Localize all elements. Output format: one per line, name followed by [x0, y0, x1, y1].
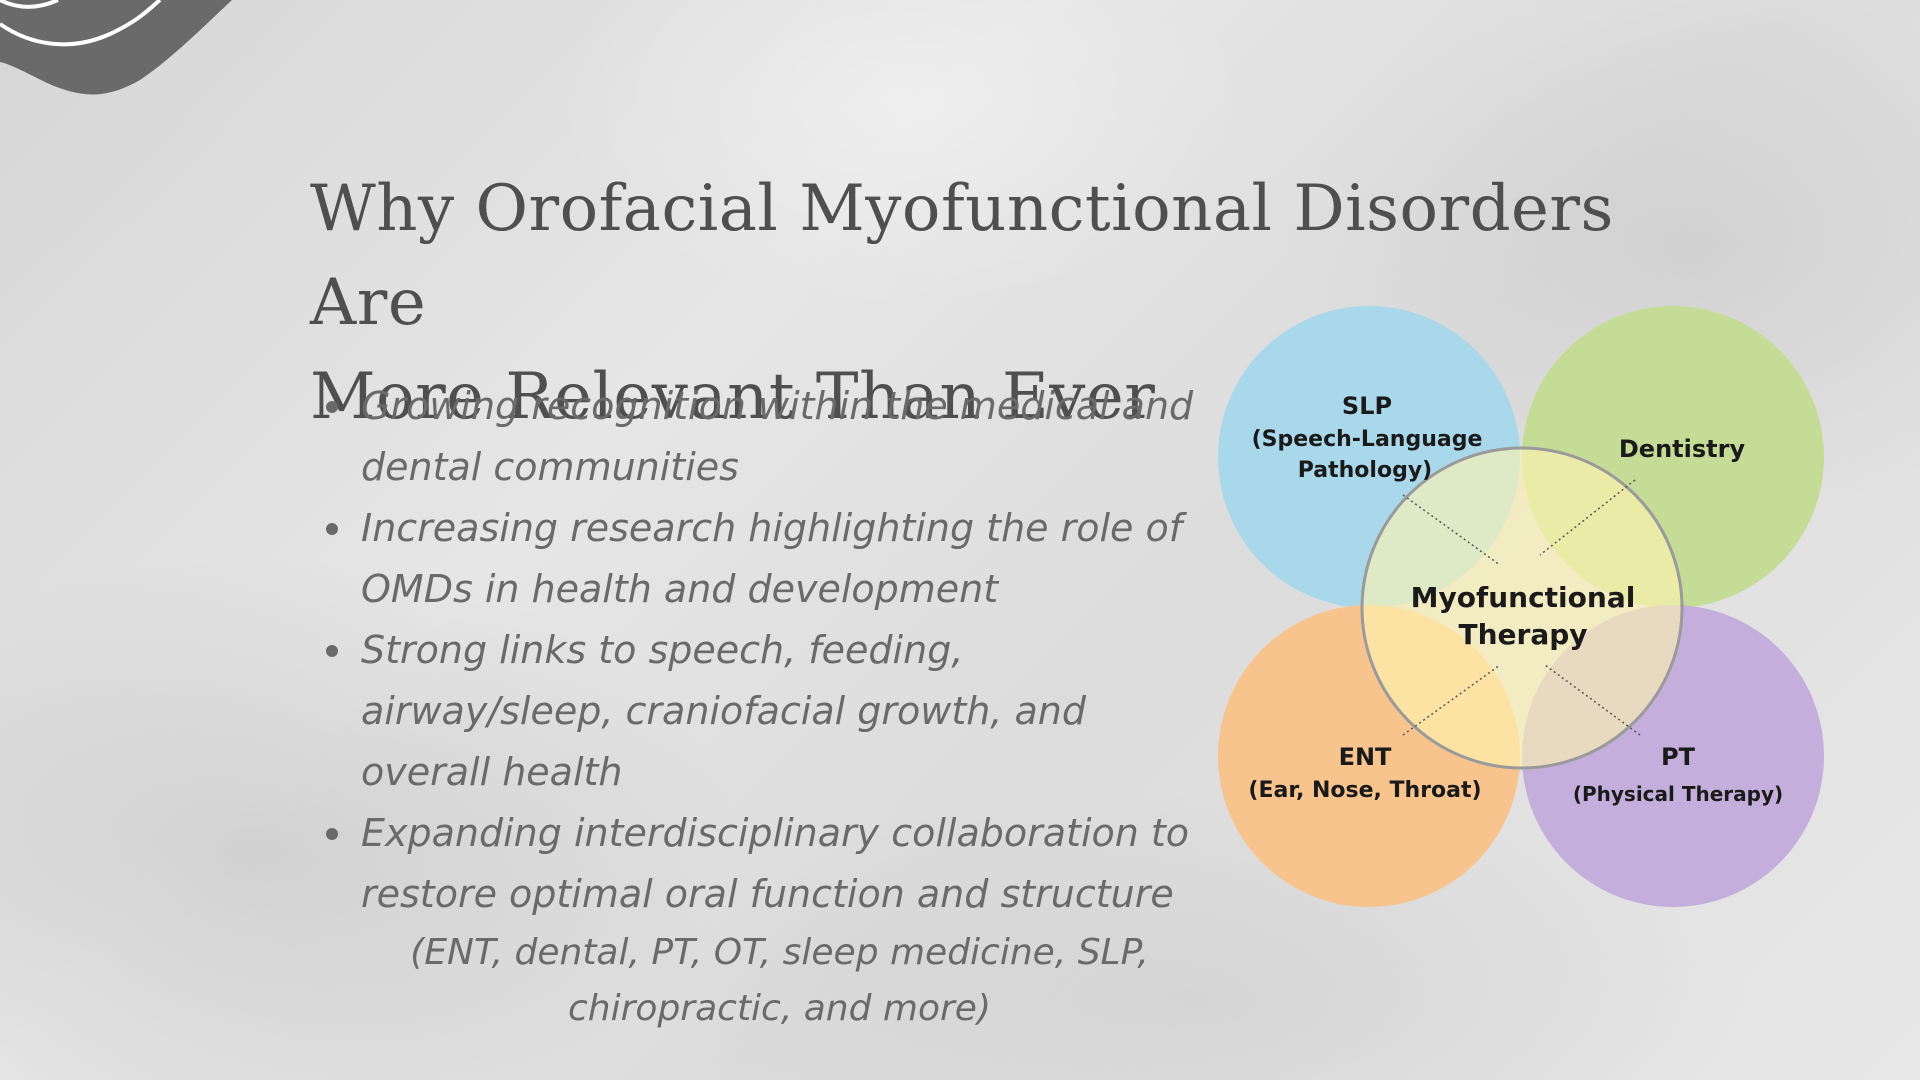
- pt-sublabel: (Physical Therapy): [1573, 782, 1783, 806]
- center-label: Myofunctional: [1411, 581, 1636, 614]
- bullet-list: Growing recognition within the medical a…: [318, 376, 1218, 1037]
- center-sublabel: Therapy: [1458, 618, 1587, 651]
- bullet-note: (ENT, dental, PT, OT, sleep medicine, SL…: [410, 932, 1149, 1029]
- ent-sublabel: (Ear, Nose, Throat): [1248, 778, 1481, 803]
- bullet-dot-icon: [326, 645, 338, 657]
- bullet-dot-icon: [326, 523, 338, 535]
- bullet-text: Increasing research highlighting the rol…: [361, 506, 1183, 611]
- connector-line-dentistry: [1539, 479, 1636, 556]
- slide-title-line-1: Why Orofacial Myofunctional Disorders Ar…: [310, 172, 1614, 340]
- bullet-text: Strong links to speech, feeding, airway/…: [361, 628, 1086, 794]
- bullet-item: Increasing research highlighting the rol…: [318, 498, 1218, 620]
- slp-sublabel: (Speech-Language: [1252, 427, 1483, 452]
- bullet-text: Expanding interdisciplinary collaboratio…: [361, 811, 1190, 916]
- slide-title: Why Orofacial Myofunctional Disorders Ar…: [310, 162, 1730, 444]
- ent-label: ENT: [1339, 743, 1392, 771]
- slp-sublabel-2: Pathology): [1298, 458, 1432, 483]
- pt-label: PT: [1661, 743, 1696, 771]
- slide-title-line-2: More Relevant Than Ever: [310, 360, 1156, 434]
- bullet-dot-icon: [326, 401, 338, 413]
- slp-label: SLP: [1342, 392, 1392, 420]
- wave-corner-decoration: [0, 0, 232, 95]
- bullet-item: Growing recognition within the medical a…: [318, 376, 1218, 498]
- bullet-item: Expanding interdisciplinary collaboratio…: [318, 803, 1218, 1037]
- bullet-dot-icon: [326, 828, 338, 840]
- center-circle: [1360, 446, 1684, 770]
- bullet-item: Strong links to speech, feeding, airway/…: [318, 620, 1218, 803]
- dentistry-label: Dentistry: [1619, 435, 1746, 463]
- bullet-text: Growing recognition within the medical a…: [361, 384, 1194, 489]
- venn-diagram: SLP (Speech-Language Pathology) Dentistr…: [1210, 305, 1840, 915]
